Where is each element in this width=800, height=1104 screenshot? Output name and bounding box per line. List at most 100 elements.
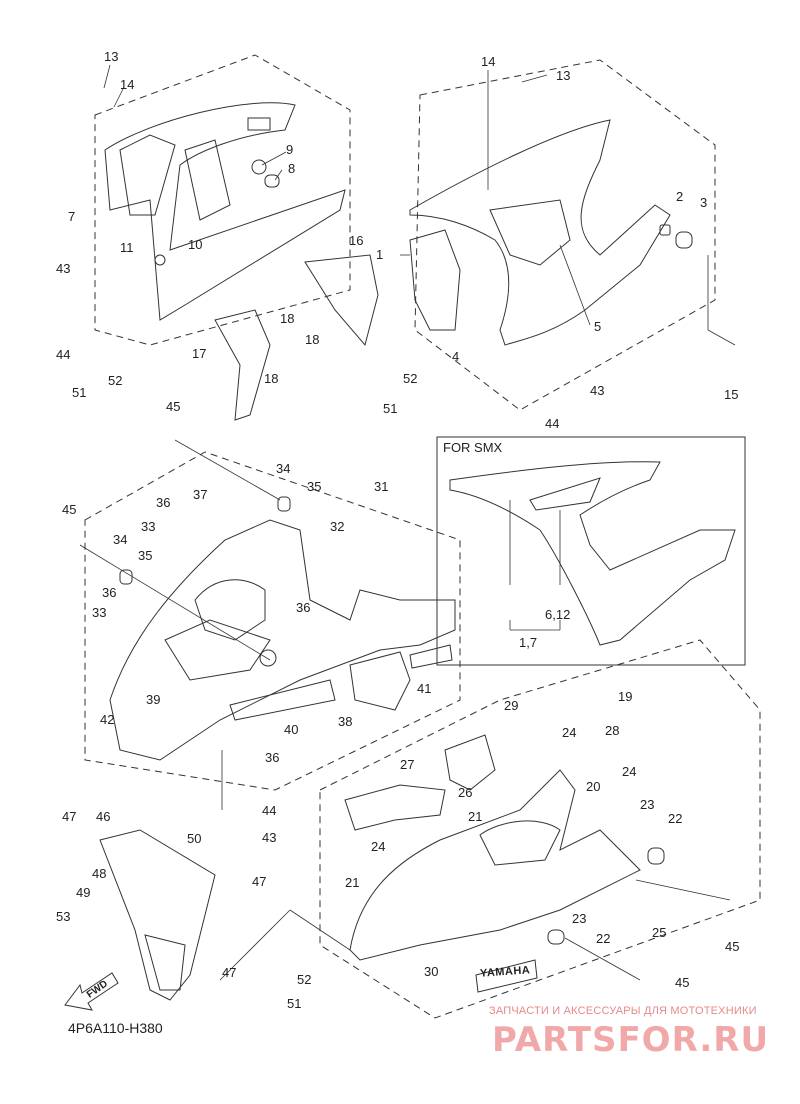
- label-18: 18: [280, 311, 295, 326]
- label-40: 40: [284, 722, 299, 737]
- label-43: 43: [262, 830, 277, 845]
- part-41-outline: [409, 644, 453, 669]
- label-50: 50: [187, 831, 202, 846]
- part-10-outline: [184, 139, 231, 221]
- watermark-subtitle: ЗАПЧАСТИ И АКСЕССУАРЫ ДЛЯ МОТОТЕХНИКИ: [489, 1005, 757, 1017]
- label-18: 18: [264, 371, 279, 386]
- label-52: 52: [297, 972, 312, 987]
- left-upper-boundary: [94, 54, 351, 346]
- label-36: 36: [156, 495, 171, 510]
- label-1-7: 1,7: [519, 635, 538, 650]
- label-45: 45: [675, 975, 690, 990]
- label-14: 14: [481, 54, 496, 69]
- label-42: 42: [100, 712, 115, 727]
- leader-lines: [79, 64, 736, 981]
- label-7: 7: [68, 209, 76, 224]
- label-53: 53: [56, 909, 71, 924]
- label-48: 48: [92, 866, 107, 881]
- label-35: 35: [138, 548, 153, 563]
- label-33: 33: [141, 519, 156, 534]
- part-40-outline: [229, 679, 336, 721]
- label-23: 23: [640, 797, 655, 812]
- label-44: 44: [545, 416, 560, 431]
- middle-boundary: [84, 451, 461, 791]
- label-22: 22: [596, 931, 611, 946]
- label-27: 27: [400, 757, 415, 772]
- label-13: 13: [556, 68, 571, 83]
- label-41: 41: [417, 681, 432, 696]
- side-cover-right-part-1: [409, 119, 693, 346]
- label-35: 35: [307, 479, 322, 494]
- label-45: 45: [62, 502, 77, 517]
- right-upper-boundary: [414, 59, 716, 411]
- diagram-code: 4P6A110-H380: [68, 1020, 163, 1036]
- fwd-arrow: [64, 972, 119, 1011]
- smx-box-title: FOR SMX: [443, 440, 503, 455]
- label-25: 25: [652, 925, 667, 940]
- label-17: 17: [192, 346, 207, 361]
- label-31: 31: [374, 479, 389, 494]
- label-18: 18: [305, 332, 320, 347]
- smx-box: [436, 436, 746, 666]
- label-23: 23: [572, 911, 587, 926]
- label-29: 29: [504, 698, 519, 713]
- label-36: 36: [265, 750, 280, 765]
- label-10: 10: [188, 237, 203, 252]
- label-46: 46: [96, 809, 111, 824]
- smx-cover-outline: [449, 461, 736, 646]
- label-3: 3: [700, 195, 708, 210]
- lower-cowling-part-19: [344, 734, 665, 961]
- label-11: 11: [120, 240, 134, 255]
- label-21: 21: [345, 875, 360, 890]
- label-21: 21: [468, 809, 483, 824]
- part-16-outline: [304, 254, 379, 347]
- label-5: 5: [594, 319, 602, 334]
- label-19: 19: [618, 689, 633, 704]
- label-47: 47: [252, 874, 267, 889]
- label-24: 24: [371, 839, 386, 854]
- label-45: 45: [166, 399, 181, 414]
- label-38: 38: [338, 714, 353, 729]
- label-30: 30: [424, 964, 439, 979]
- label-16: 16: [349, 233, 364, 248]
- label-15: 15: [724, 387, 739, 402]
- part-26-outline: [444, 734, 496, 791]
- part-11-outline: [119, 134, 176, 216]
- label-6-12: 6,12: [545, 607, 571, 622]
- label-52: 52: [108, 373, 123, 388]
- label-4: 4: [452, 349, 460, 364]
- label-45: 45: [725, 939, 740, 954]
- label-51: 51: [383, 401, 398, 416]
- group-boundaries: [84, 54, 761, 1019]
- label-34: 34: [276, 461, 291, 476]
- label-1: 1: [376, 247, 384, 262]
- label-2: 2: [676, 189, 684, 204]
- decal-outline: [489, 199, 571, 266]
- label-49: 49: [76, 885, 91, 900]
- yamaha-logo-frame: [475, 959, 538, 993]
- label-14: 14: [120, 77, 135, 92]
- label-47: 47: [222, 965, 237, 980]
- side-cover-left-part-7: [104, 102, 346, 321]
- label-47: 47: [62, 809, 77, 824]
- part-46-outline: [99, 829, 216, 1001]
- label-28: 28: [605, 723, 620, 738]
- label-13: 13: [104, 49, 119, 64]
- label-20: 20: [586, 779, 601, 794]
- label-39: 39: [146, 692, 161, 707]
- label-43: 43: [56, 261, 71, 276]
- label-22: 22: [668, 811, 683, 826]
- label-9: 9: [286, 142, 294, 157]
- label-43: 43: [590, 383, 605, 398]
- label-32: 32: [330, 519, 345, 534]
- part-39-outline: [164, 619, 271, 681]
- part-17-outline: [214, 309, 271, 421]
- label-24: 24: [622, 764, 637, 779]
- part-27-outline: [344, 784, 446, 831]
- watermark-brand: PARTSFOR.RU: [492, 1020, 770, 1060]
- label-24: 24: [562, 725, 577, 740]
- lower-right-boundary: [319, 639, 761, 1019]
- label-51: 51: [72, 385, 87, 400]
- label-44: 44: [262, 803, 277, 818]
